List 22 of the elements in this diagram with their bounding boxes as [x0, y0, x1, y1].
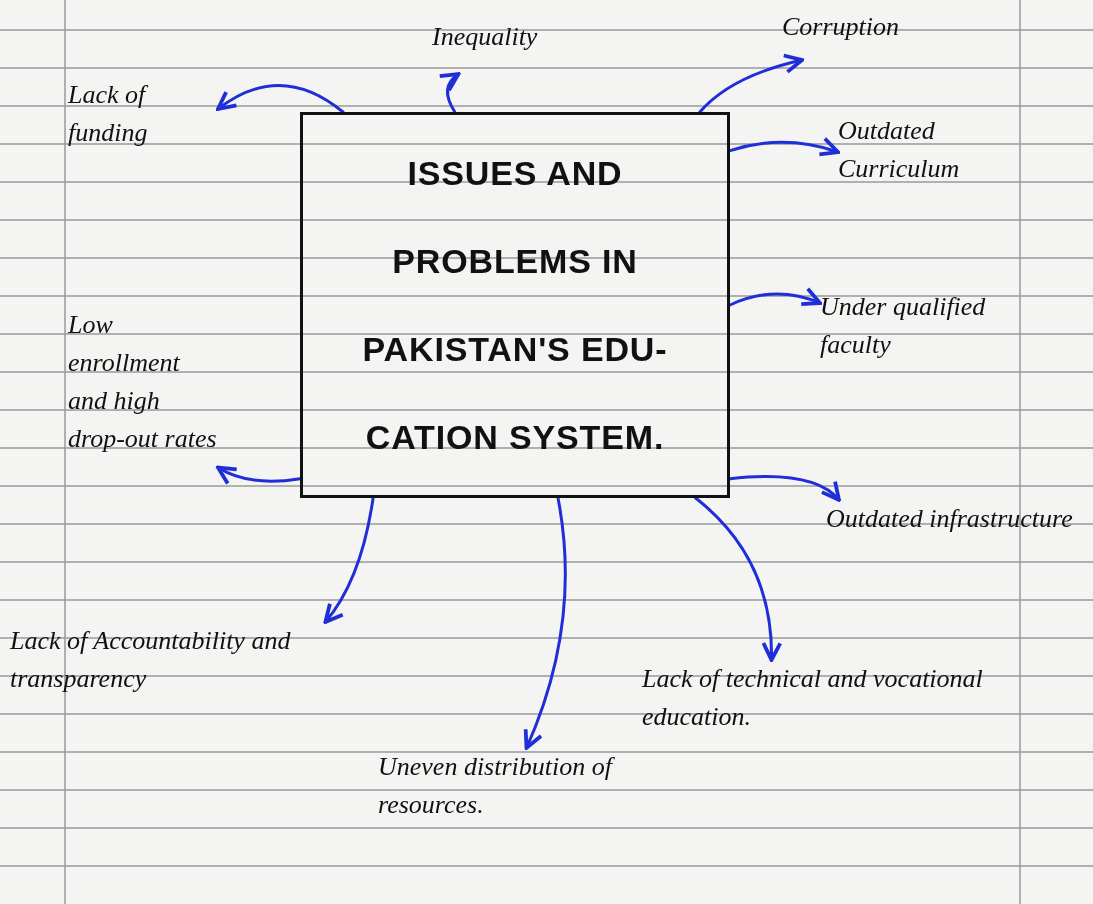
arrow — [438, 72, 461, 114]
title-text: ISSUES AND PROBLEMS IN PAKISTAN'S EDU- CATION SYSTEM. — [361, 153, 669, 458]
issue-label: Under qualified faculty — [820, 291, 987, 361]
issue-label: Outdated Curriculum — [838, 115, 961, 185]
arrow — [728, 137, 840, 157]
issue-label: Outdated infrastructure — [826, 503, 1074, 535]
issue-label: Uneven distribution of resources. — [378, 748, 648, 824]
title-box — [300, 112, 730, 498]
arrow — [728, 475, 841, 502]
arrow — [523, 496, 567, 750]
arrow — [728, 287, 822, 307]
arrow — [698, 53, 804, 114]
issue-label: Corruption — [782, 11, 901, 43]
issue-label: Lack of Accountability and transparency — [10, 625, 292, 695]
arrow — [216, 84, 345, 114]
issue-label: Low enrollment and high drop-out rates — [68, 309, 218, 455]
arrow — [694, 496, 782, 662]
issue-label: Lack of funding — [68, 79, 149, 149]
issue-label: Inequality — [432, 21, 539, 53]
issue-label: Lack of technical and vocational education. — [642, 663, 984, 733]
arrow — [323, 496, 375, 624]
arrow — [216, 465, 302, 486]
